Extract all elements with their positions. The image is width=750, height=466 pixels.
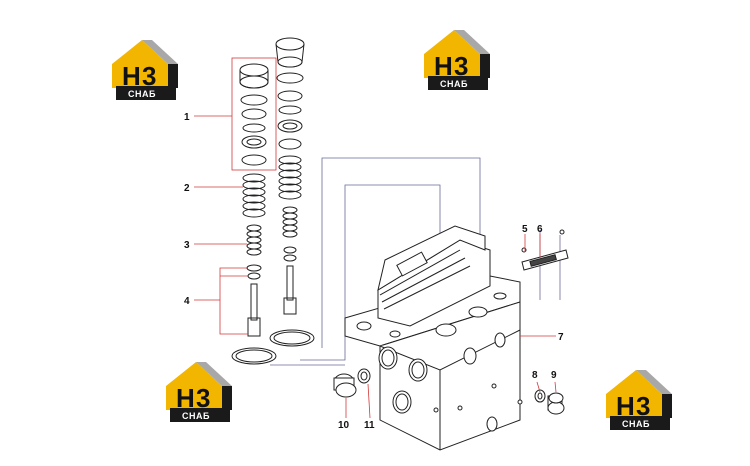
leader-lines (194, 115, 557, 419)
logo-digit: 3 (196, 383, 210, 413)
label-part-8: 8 (532, 370, 538, 381)
label-part-5: 5 (522, 224, 528, 235)
nameplate (521, 229, 569, 271)
logo-letter: H (616, 391, 635, 421)
logo-letter: H (176, 383, 195, 413)
label-part-6: 6 (537, 224, 543, 235)
plug-left (333, 368, 371, 398)
left-spool-stack (231, 57, 277, 365)
right-spool-stack (269, 37, 315, 347)
logo-digit: 3 (636, 391, 650, 421)
valve-body (344, 225, 523, 451)
label-part-7: 7 (558, 332, 564, 343)
logo-subtitle: СНАБ (128, 89, 156, 99)
logo-subtitle: СНАБ (622, 419, 650, 429)
logo-bottom-left: H 3 СНАБ (166, 362, 232, 422)
label-part-11: 11 (364, 420, 375, 431)
logo-letter: H (434, 51, 453, 81)
label-part-3: 3 (184, 240, 190, 251)
logo-top-left: H 3 СНАБ (112, 40, 178, 100)
spring-small-right (282, 206, 298, 238)
label-part-9: 9 (551, 370, 557, 381)
label-part-2: 2 (184, 183, 190, 194)
logo-digit: 3 (142, 61, 156, 91)
logo-bottom-right: H 3 СНАБ (606, 370, 672, 430)
logo-subtitle: СНАБ (182, 411, 210, 421)
logo-letter: H (122, 61, 141, 91)
plug-right (534, 389, 565, 415)
logo-subtitle: СНАБ (440, 79, 468, 89)
spring-large-left (242, 173, 266, 218)
logo-digit: 3 (454, 51, 468, 81)
spring-small-left (246, 224, 262, 256)
part-labels: 1 2 3 4 5 6 7 8 9 10 11 (184, 112, 564, 431)
logo-top-center: H 3 СНАБ (424, 30, 490, 90)
label-part-1: 1 (184, 112, 190, 123)
label-part-10: 10 (338, 420, 350, 431)
spring-large-right (278, 155, 302, 200)
label-part-4: 4 (184, 296, 190, 307)
